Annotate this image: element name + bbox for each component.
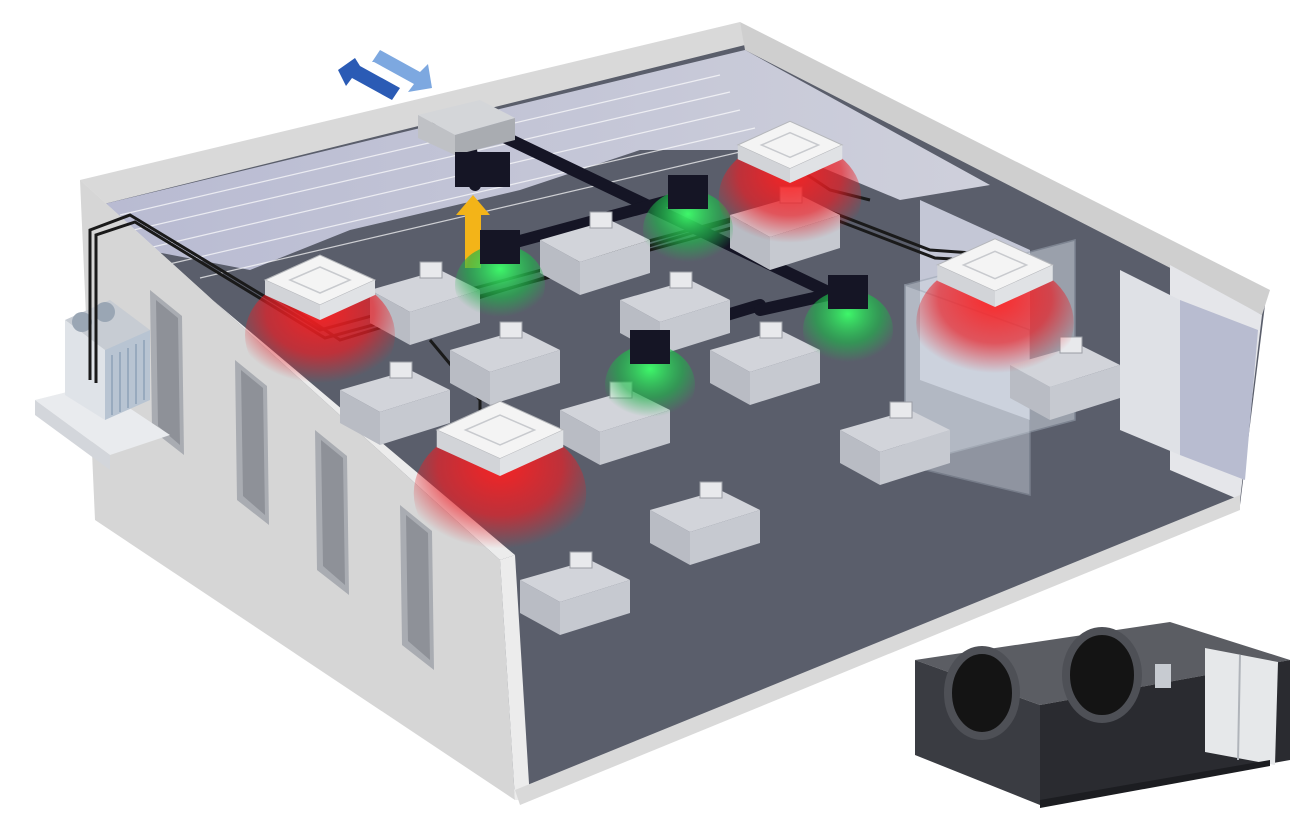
exhaust-air-up-arrow <box>456 195 490 268</box>
front-wall-edge <box>500 555 530 800</box>
desk-top <box>1010 345 1120 387</box>
desk-top <box>650 490 760 532</box>
desk-side <box>580 240 650 295</box>
monitor-icon <box>889 401 913 419</box>
desk-front <box>340 390 380 445</box>
right-front-wall <box>515 495 1240 805</box>
diffuser-1-airflow <box>455 245 545 325</box>
cassette-right-grille <box>961 250 1029 280</box>
cassette-front-left-grille <box>463 414 537 446</box>
monitor-icon <box>699 481 723 499</box>
hru-duct-port-left <box>944 646 1020 740</box>
cassette-back-left-airflow <box>245 275 395 395</box>
cassette-back-left-side-right <box>320 280 375 320</box>
window-glass-4 <box>406 515 430 660</box>
desk-side <box>380 390 450 445</box>
diffuser-3-airflow <box>803 290 893 370</box>
window-glass-2 <box>241 370 265 515</box>
monitor-icon <box>389 361 413 379</box>
desk-side <box>880 430 950 485</box>
diffuser-4 <box>630 330 670 364</box>
diffuser-2-airflow <box>643 190 733 270</box>
desk-top <box>370 270 480 312</box>
heat-recovery-ventilator <box>915 622 1290 808</box>
cassette-back-right-grille <box>759 131 821 159</box>
monitor-icon <box>759 321 783 339</box>
desk-top <box>450 330 560 372</box>
desk-front <box>520 580 560 635</box>
diffuser-1 <box>480 230 520 264</box>
diffuser-4-airflow <box>605 345 695 425</box>
monitor-icon <box>569 551 593 569</box>
hru-duct-port-right <box>1062 627 1142 723</box>
desk-8 <box>650 481 760 565</box>
hru-side-panel <box>1205 648 1278 765</box>
diffuser-2 <box>668 175 708 209</box>
desk-10 <box>340 361 450 445</box>
exhaust-air-arrow <box>338 58 400 100</box>
desk-7 <box>840 401 950 485</box>
desk-front <box>840 430 880 485</box>
cassette-back-right-side-left <box>737 145 790 183</box>
cassette-back-right-airflow <box>718 140 862 255</box>
desk-top <box>340 370 450 412</box>
desk-side <box>490 350 560 405</box>
cassette-front-left-side-left <box>436 430 500 476</box>
windows <box>150 290 434 670</box>
back-wall-right <box>740 22 1270 315</box>
desk-top <box>710 330 820 372</box>
outdoor-unit <box>35 300 170 470</box>
cassette-back-left-side-left <box>265 280 320 320</box>
desk-front <box>650 510 690 565</box>
desk-front <box>540 240 580 295</box>
desk-top <box>520 560 630 602</box>
desk-front <box>560 410 600 465</box>
cassette-front-left-side-right <box>500 430 564 476</box>
ceiling-ventilation-unit <box>418 100 515 187</box>
desk-front <box>450 350 490 405</box>
intake-air-arrow <box>372 50 432 92</box>
desk-side <box>1050 365 1120 420</box>
cassette-back-left-grille <box>288 266 352 294</box>
desk-top <box>540 220 650 262</box>
window-glass-3 <box>321 440 345 585</box>
desk-top <box>620 280 730 322</box>
back-wall-left <box>80 22 745 205</box>
window-glass-1 <box>156 300 180 445</box>
desk-side <box>660 300 730 355</box>
desk-side <box>750 350 820 405</box>
cassette-right-airflow <box>916 259 1074 386</box>
cassette-right-side-left <box>937 265 995 307</box>
desk-9 <box>520 551 630 635</box>
outdoor-air-arrows <box>338 50 432 100</box>
diffuser-3 <box>828 275 868 309</box>
monitor-icon <box>419 261 443 279</box>
cassette-front-left-airflow <box>413 424 587 563</box>
monitor-icon <box>589 211 613 229</box>
desk-side <box>560 580 630 635</box>
front-wall-top <box>80 180 515 560</box>
desk-front <box>710 350 750 405</box>
fresh-air-diffusers <box>455 175 893 425</box>
desk-top <box>840 410 950 452</box>
desk-4 <box>450 321 560 405</box>
cassette-back-right-side-right <box>790 145 843 183</box>
monitor-icon <box>669 271 693 289</box>
ceiling-cassettes <box>245 120 1074 563</box>
desk-2 <box>540 211 650 295</box>
desk-side <box>690 510 760 565</box>
cassette-right-side-right <box>995 265 1053 307</box>
desk-6 <box>710 321 820 405</box>
